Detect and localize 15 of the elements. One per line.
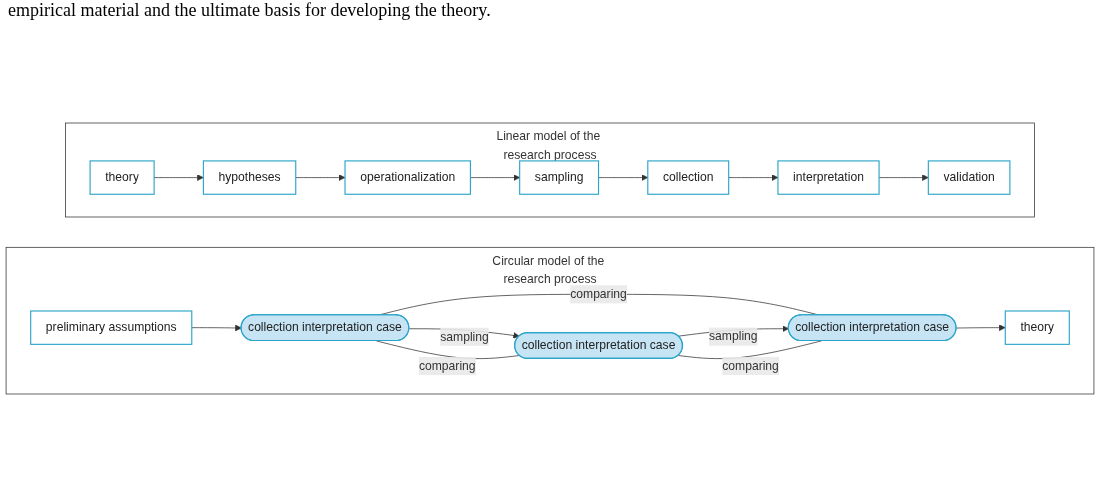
edge-label: comparing [722,359,779,373]
node-box: sampling [519,160,600,195]
edge-label: sampling [709,329,758,343]
edge-label: comparing [418,359,476,373]
node-box: hypotheses [202,160,297,195]
edge-label: comparing [570,287,627,301]
node-box: theory [1004,310,1070,345]
node-box: theory [89,160,155,195]
edge-label: sampling [440,329,489,343]
node-box: operationalization [344,160,471,195]
node-box: collection [647,160,730,195]
node-box: interpretation [777,160,880,195]
node-box: preliminary assumptions [30,310,193,345]
node-box: validation [927,160,1011,195]
note-text: empirical material and the ultimate basis for developing the theory. [8,0,492,21]
